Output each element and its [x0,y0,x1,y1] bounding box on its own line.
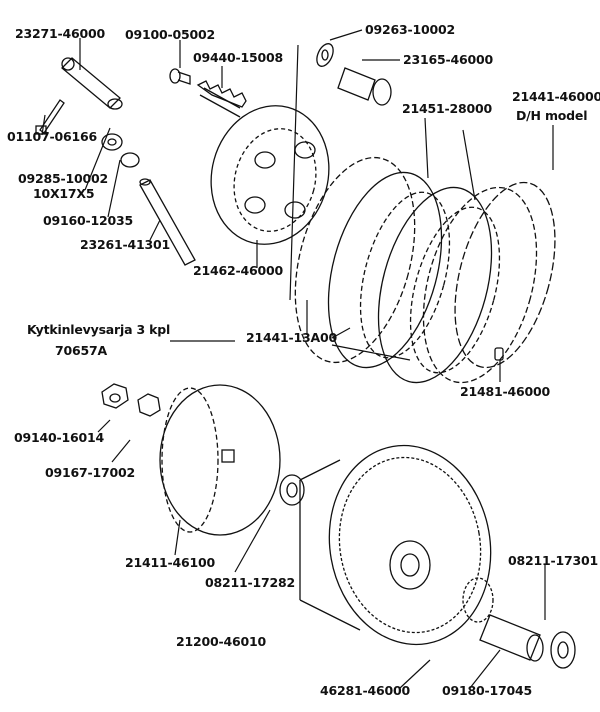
label-21411-46100: 21411-46100 [125,555,215,570]
nut-09140 [101,383,129,409]
label-09167-17002: 09167-17002 [45,465,135,480]
washer-09160 [120,152,140,168]
label-09263-10002: 09263-10002 [365,22,455,37]
washer-09285 [101,133,123,151]
label-09285-10002: 09285-10002 [18,171,108,186]
release-lever [61,57,123,110]
label-dh-model: D/H model [516,108,588,123]
primary-gear [462,577,494,623]
pressure-plate [210,105,330,245]
spring-09440 [196,80,247,118]
label-21200-46010: 21200-46010 [176,634,266,649]
label-09180-17045: 09180-17045 [442,683,532,698]
lockwasher-09167 [137,393,161,417]
washer-08211-17301 [550,631,576,669]
clutch-hub [159,384,281,536]
label-08211-17301: 08211-17301 [508,553,598,568]
label-46281-46000: 46281-46000 [320,683,410,698]
label-09285-size: 10X17X5 [33,186,95,201]
spacer-09180 [479,614,544,662]
label-08211-17282: 08211-17282 [205,575,295,590]
washer-08211-17282 [279,474,305,506]
screw-09100 [169,68,191,85]
push-rod [139,178,196,266]
label-21441-13A00: 21441-13A00 [246,330,337,345]
clutch-plates [294,156,556,384]
label-23261-41301: 23261-41301 [80,237,170,252]
label-21462-46000: 21462-46000 [193,263,283,278]
label-09440-15008: 09440-15008 [193,50,283,65]
label-21451-28000: 21451-28000 [402,101,492,116]
label-21441-46000: 21441-46000 [512,89,600,104]
label-01107-06166: 01107-06166 [7,129,97,144]
clutch-housing [299,444,492,646]
part-21481 [494,347,504,361]
washer-09263 [316,43,334,67]
pin-23165 [337,67,392,106]
label-09160-12035: 09160-12035 [43,213,133,228]
leader-lines [41,29,554,689]
bolt [35,99,65,135]
label-09140-16014: 09140-16014 [14,430,104,445]
label-kit-name: Kytkinlevysarja 3 kpl [27,322,171,337]
label-09100-05002: 09100-05002 [125,27,215,42]
label-kit-code: 70657A [55,343,107,358]
label-23271-46000: 23271-46000 [15,26,105,41]
label-21481-46000: 21481-46000 [460,384,550,399]
label-23165-46000: 23165-46000 [403,52,493,67]
